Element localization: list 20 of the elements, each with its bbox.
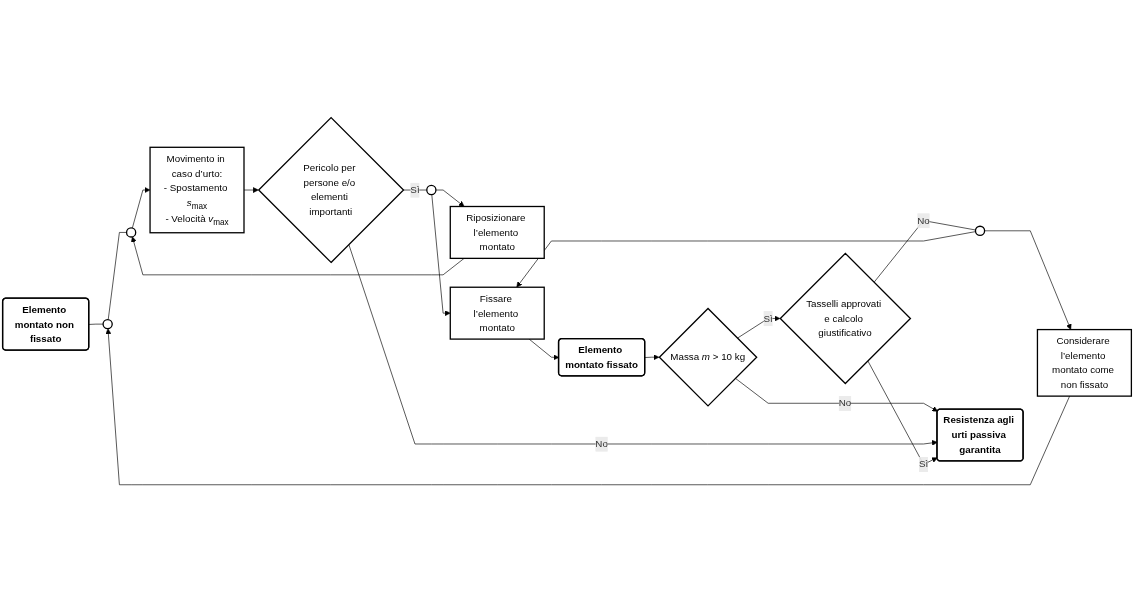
node-circle — [102, 318, 113, 330]
node-circle — [974, 225, 986, 236]
node-diamond: Massa m > 10 kg — [658, 307, 758, 407]
node-diamond: Tasselli approvati e calcolo giustificativo — [779, 252, 912, 385]
edge-label: Sì — [410, 183, 420, 195]
edge-label: No — [838, 397, 852, 409]
edge-label: No — [917, 214, 930, 226]
node-circle — [426, 184, 437, 196]
node-box: Movimento in caso d’urto: - Spostamento s$_{max}$ - Velocità v$_{max}$ — [149, 146, 245, 234]
connector — [88, 323, 104, 325]
node-box: Fissare l’elemento montato — [449, 286, 545, 340]
edge-label: No — [595, 437, 608, 449]
node-circle — [125, 227, 137, 238]
connector — [873, 220, 976, 283]
node-box: Considerare l’elemento montato come non fissato — [1036, 328, 1133, 397]
edge-label: Sì — [763, 312, 773, 324]
connector — [107, 231, 127, 320]
edge-label: Sì — [918, 458, 929, 470]
node-box: Riposizionare l’elemento montato — [449, 205, 545, 259]
node-diamond: Pericolo per persone e/o elementi importanti — [257, 116, 405, 264]
